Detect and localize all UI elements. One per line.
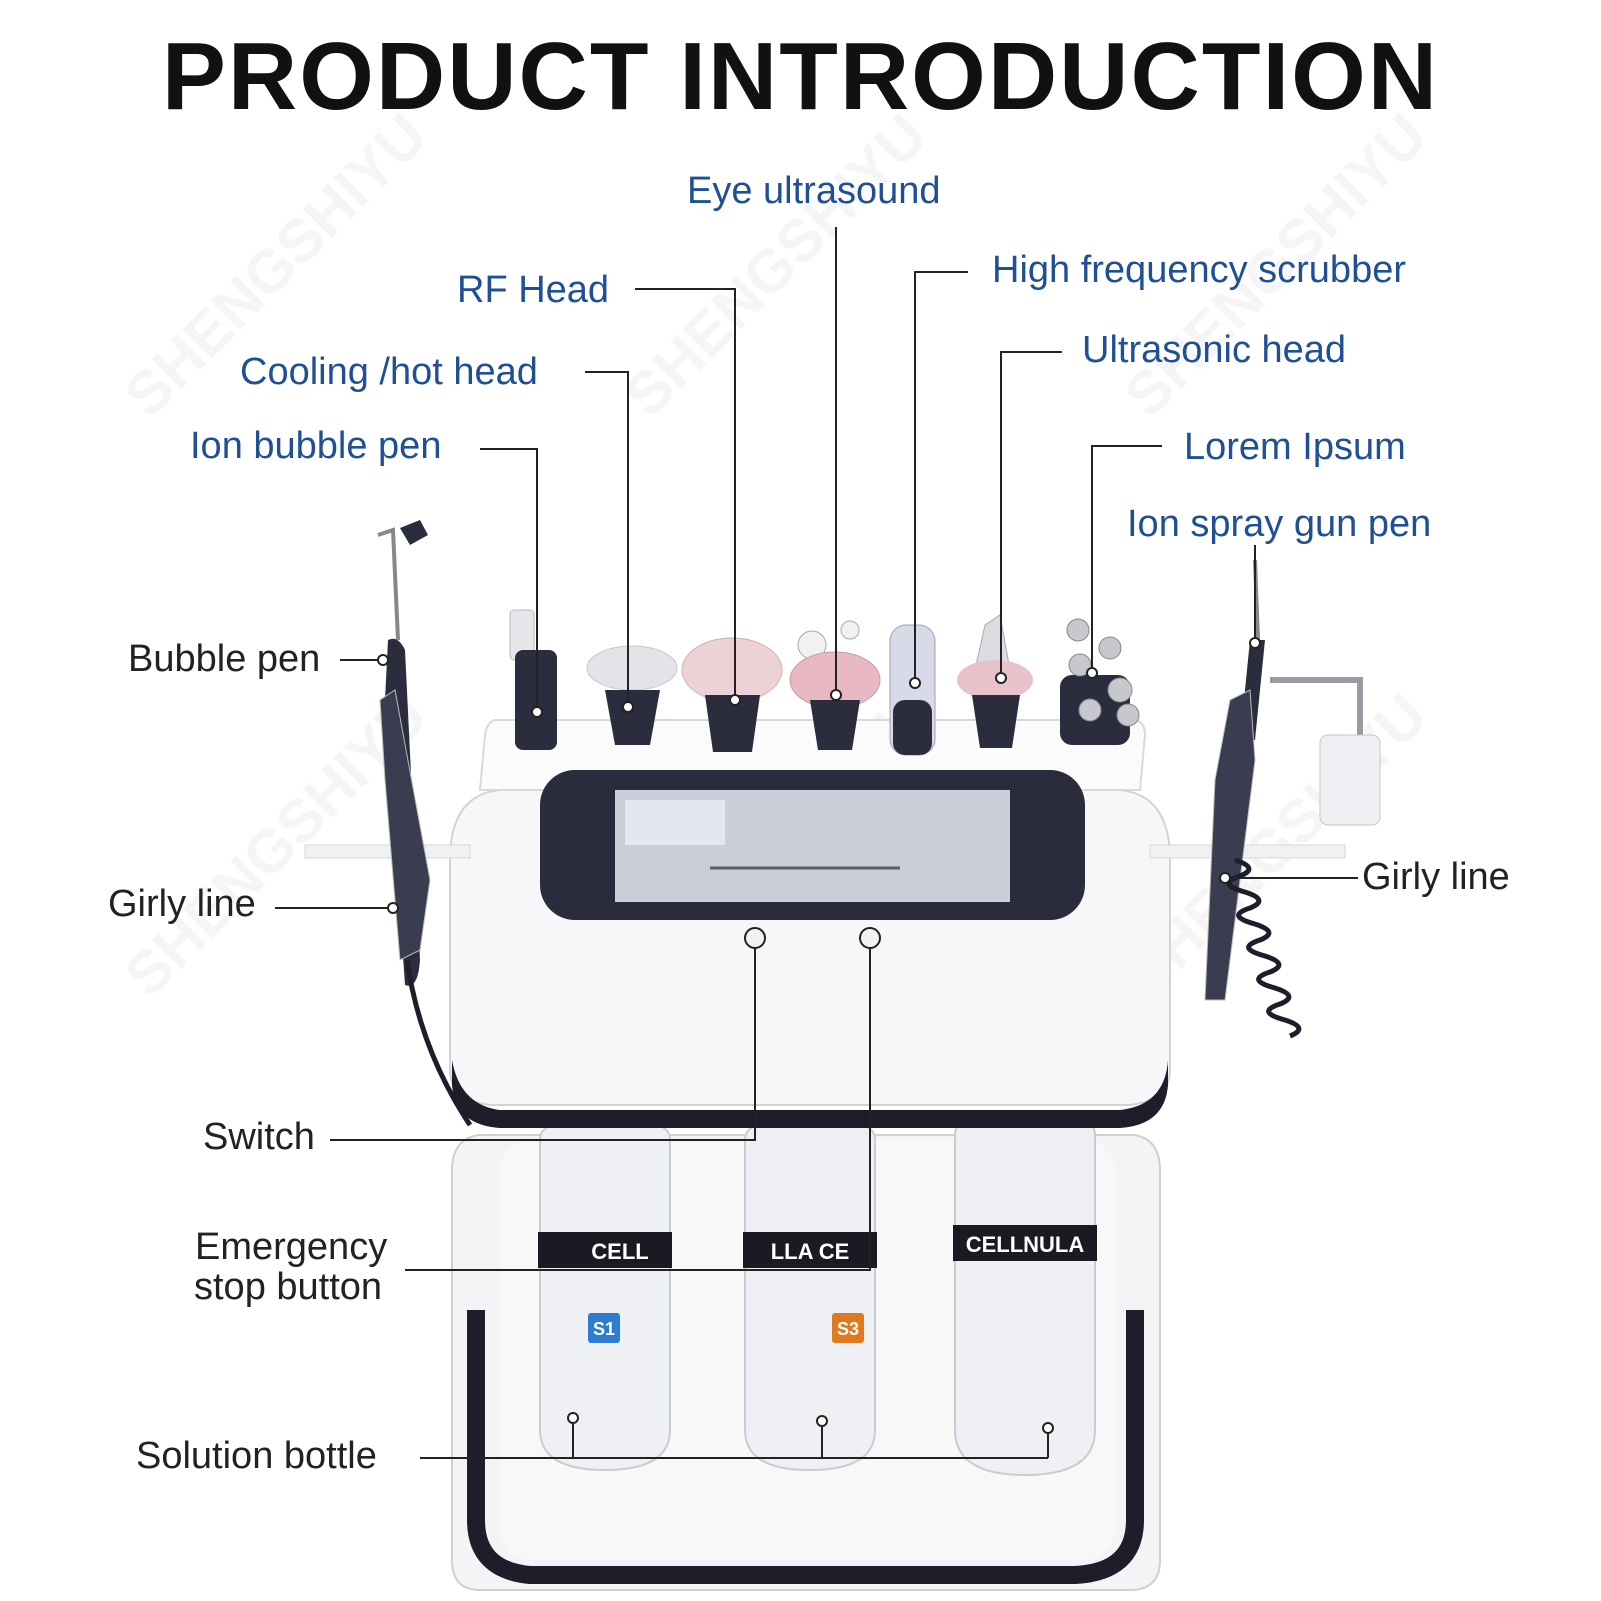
ion-bubble-pen-head <box>509 609 557 750</box>
solution-bottles: CELL S1 LLA CE S3 CELLNULA <box>538 1119 1097 1477</box>
high-frequency-scrubber-head <box>889 624 936 756</box>
label-girly-line-left: Girly line <box>108 883 256 925</box>
label-eye-ultrasound: Eye ultrasound <box>687 170 941 212</box>
svg-text:SHENGSHIYU: SHENGSHIYU <box>612 101 940 429</box>
label-cooling-hot-head: Cooling /hot head <box>240 351 538 393</box>
bottle-label-2: LLA CE <box>771 1239 850 1264</box>
roller-head <box>1060 618 1140 745</box>
bottle-3: CELLNULA <box>953 1119 1097 1477</box>
bottle-badge-1: S1 <box>593 1319 615 1339</box>
left-handpieces <box>377 520 473 1127</box>
page-title: PRODUCT INTRODUCTION <box>161 23 1440 130</box>
bottle-label-3: CELLNULA <box>966 1232 1085 1257</box>
label-solution-bottle: Solution bottle <box>136 1435 377 1477</box>
bottle-label-1: CELL <box>591 1239 648 1264</box>
label-switch: Switch <box>203 1116 315 1158</box>
rf-head <box>681 637 783 752</box>
bottle-1: CELL S1 <box>538 1124 672 1472</box>
label-high-frequency-scrubber: High frequency scrubber <box>992 249 1406 291</box>
label-ion-bubble-pen: Ion bubble pen <box>190 425 442 467</box>
label-emergency-stop-line2: stop button <box>194 1266 383 1308</box>
touch-screen <box>540 770 1085 920</box>
right-handpieces <box>1204 559 1381 1039</box>
cooling-hot-head <box>586 645 678 745</box>
label-emergency-stop-line1: Emergency <box>195 1226 388 1268</box>
treatment-heads <box>509 609 1140 756</box>
side-shelves <box>304 844 1346 859</box>
label-girly-line-right: Girly line <box>1362 856 1510 898</box>
label-lorem-ipsum: Lorem Ipsum <box>1184 426 1406 468</box>
label-ion-spray-gun-pen: Ion spray gun pen <box>1127 503 1432 545</box>
bottle-badge-2: S3 <box>837 1319 859 1339</box>
leader-lines <box>275 227 1358 1459</box>
label-ultrasonic-head: Ultrasonic head <box>1082 329 1347 371</box>
label-rf-head: RF Head <box>457 269 610 311</box>
label-bubble-pen: Bubble pen <box>128 638 321 680</box>
bottle-2: LLA CE S3 <box>743 1124 877 1472</box>
leader-endpoints <box>377 637 1261 1434</box>
